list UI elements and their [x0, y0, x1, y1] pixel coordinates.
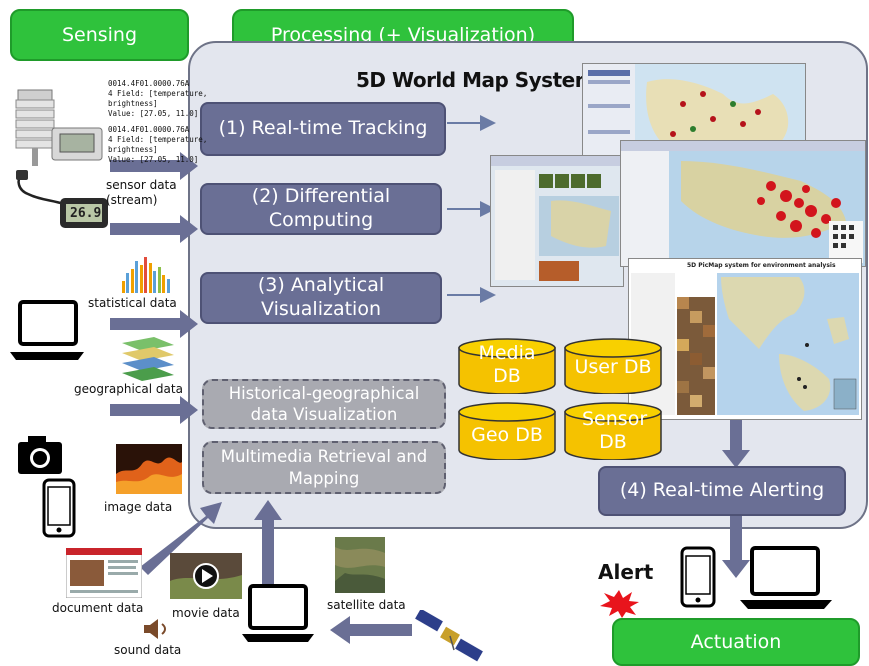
- sensor-readout-1: 0014.4F01.0000.76A 4 Field: [temperature…: [108, 79, 208, 118]
- movie-thumbnail-icon: [170, 553, 242, 599]
- document-data-label: document data: [52, 601, 144, 615]
- map-screenshot-3: [620, 140, 866, 267]
- thermometer-reading: 26.9: [70, 206, 102, 221]
- sensing-header: Sensing: [10, 9, 189, 61]
- camera-icon: [18, 436, 62, 474]
- thermometer-icon: [16, 170, 108, 228]
- sensor-data-label: sensor data (stream): [106, 178, 177, 207]
- laptop-bottom-icon: [242, 584, 314, 642]
- geographical-layers-icon: [122, 337, 174, 381]
- process-realtime-alerting: (4) Real-time Alerting: [598, 466, 846, 516]
- media-db-label: Media DB: [478, 342, 536, 387]
- process-analytical-visualization: (3) Analytical Visualization: [200, 272, 442, 324]
- alert-label: Alert: [598, 560, 654, 584]
- weather-station-icon: [15, 89, 55, 166]
- screenshot-caption: 5D PicMap system for environment analysi…: [687, 262, 836, 269]
- sensor-db-label: Sensor DB: [582, 408, 648, 453]
- speaker-icon: [144, 619, 166, 639]
- actuation-phone-icon: [680, 546, 716, 608]
- geo-db-label: Geo DB: [471, 424, 543, 446]
- sensor-box-icon: [51, 127, 103, 161]
- process-multimedia-retrieval: Multimedia Retrieval and Mapping: [202, 441, 446, 494]
- actuation-header: Actuation: [612, 618, 860, 666]
- process-differential-computing: (2) Differential Computing: [200, 183, 442, 235]
- satellite-icon: [414, 610, 484, 662]
- media-db: Media DB: [458, 338, 556, 394]
- sensor-readout-2: 0014.4F01.0000.76A 4 Field: [temperature…: [108, 125, 208, 164]
- satellite-data-label: satellite data: [327, 598, 406, 612]
- map-screenshot-2: [490, 155, 624, 287]
- laptop-icon: [10, 300, 84, 360]
- actuation-laptop-icon: [740, 546, 832, 609]
- fire-image-icon: [116, 444, 182, 494]
- map-screenshot-4: 5D PicMap system for environment analysi…: [628, 258, 862, 420]
- geo-db: Geo DB: [458, 402, 556, 460]
- user-db: User DB: [564, 338, 662, 394]
- alert-burst-icon: [600, 590, 639, 618]
- geographical-data-label: geographical data: [74, 382, 183, 396]
- system-title: 5D World Map System: [356, 68, 596, 92]
- user-db-label: User DB: [574, 356, 652, 378]
- process-historical-geographical: Historical-geographical data Visualizati…: [202, 379, 446, 429]
- document-thumbnail-icon: [66, 548, 142, 598]
- image-data-label: image data: [104, 500, 173, 514]
- satellite-image-icon: [335, 537, 385, 593]
- statistical-chart-icon: [118, 251, 176, 295]
- statistical-data-label: statistical data: [88, 296, 177, 310]
- sensor-db: Sensor DB: [564, 402, 662, 460]
- process-realtime-tracking: (1) Real-time Tracking: [200, 102, 446, 156]
- movie-data-label: movie data: [172, 606, 240, 620]
- smartphone-icon: [42, 478, 76, 538]
- sound-data-label: sound data: [114, 643, 182, 657]
- input-arrows: [110, 152, 750, 644]
